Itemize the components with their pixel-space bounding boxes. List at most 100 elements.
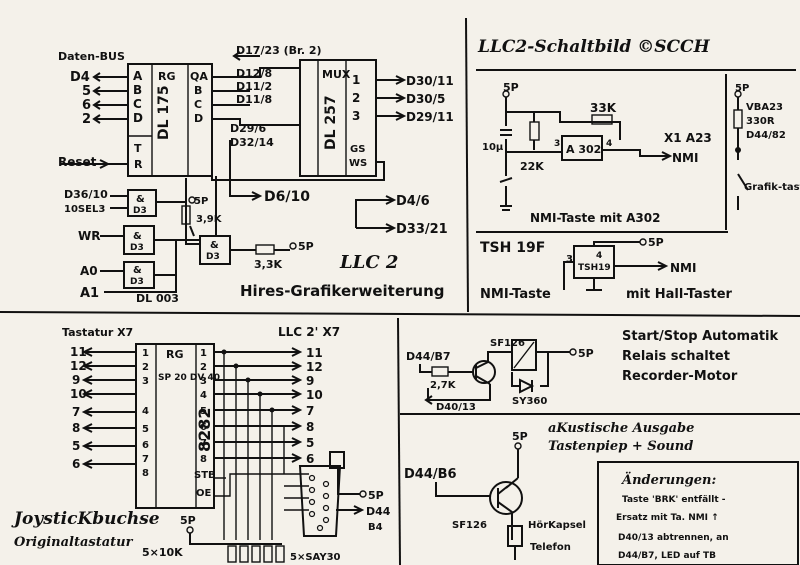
panel-borders	[0, 17, 800, 565]
changes-line-4: D44/B7, LED auf TB	[618, 551, 716, 561]
chip-right-pin-numbers: 1 2 3 4 5 6 7 8	[200, 348, 207, 465]
reg-out-d: D	[194, 112, 203, 125]
ic-a302-label: A 302	[566, 143, 601, 156]
chip-8282-rg: RG	[166, 348, 184, 361]
gate-2-label: D3	[130, 243, 144, 253]
hires-panel: Daten-BUS D4 5 6 2 A B C D RG DL 175 QA …	[58, 44, 454, 305]
mux-pin-gs: GS	[350, 144, 365, 155]
hall-output: NMI	[670, 261, 696, 275]
resistor-22k: 22K	[520, 160, 544, 173]
hall-chip	[573, 245, 615, 279]
relay-transistor	[472, 360, 496, 384]
right-pin-labels: 11 12 9 10 7 8 5 6	[306, 346, 323, 466]
right-pin-8: 8	[306, 420, 314, 434]
connector-x1-a23: X1 A23	[664, 131, 712, 145]
mux-pin-1: 1	[352, 73, 360, 87]
joystick-supply-5p: 5P	[368, 489, 384, 502]
relay-panel: Start/Stop Automatik Relais schaltet Rec…	[406, 329, 779, 413]
nmi-supply: 5P	[503, 81, 519, 94]
ic-a302	[561, 135, 603, 161]
chip-r-1: 1	[200, 348, 207, 359]
relay-transistor-label: SF126	[490, 338, 525, 349]
chip-l-5: 5	[142, 424, 149, 435]
resistor-3-9k: 3,9K	[196, 214, 223, 225]
nmi-panel: LLC2-Schaltbild ©SCCH 5P 33K 22K 10μ A 3…	[477, 37, 800, 225]
keyboard-panel: Tastatur X7 LLC 2' X7 11 12 9 10 7 8 5 6…	[11, 325, 391, 563]
reg-out-c: C	[194, 98, 202, 111]
grafik-taste-label: Grafik-taste	[744, 182, 800, 193]
left-pin-11: 11	[70, 345, 87, 359]
chip-l-3: 3	[142, 376, 149, 387]
gate-3-amp: &	[133, 265, 142, 276]
chip-oe: OE	[196, 488, 212, 499]
side-resistor: 330R	[746, 116, 775, 127]
reg-pin-b: B	[133, 83, 142, 97]
net-d6: D6/10	[264, 189, 310, 205]
gate-ic-label: DL 003	[136, 292, 179, 305]
gate-3-label: D3	[130, 277, 144, 287]
reg-pin-t: T	[134, 142, 142, 155]
speaker	[507, 525, 523, 547]
mux-dl257	[299, 59, 377, 177]
mux-name: DL 257	[323, 95, 339, 150]
chip-l-7: 7	[142, 454, 149, 465]
left-pin-labels: 11 12 9 10 7 8 5 6	[70, 345, 87, 471]
joystick-connector	[298, 465, 342, 537]
reg-pin-r: R	[134, 158, 143, 171]
bus-input-5: 5	[82, 84, 91, 99]
top-net: D17/23 (Br. 2)	[236, 44, 322, 57]
hires-supply-5p: 5P	[298, 240, 314, 253]
chip-stb: STB	[194, 470, 216, 481]
hall-caption-left: NMI-Taste	[480, 287, 551, 302]
chip-l-1: 1	[142, 348, 149, 359]
reg-pin-a: A	[133, 69, 143, 83]
mid-net-1: D29/6	[230, 122, 266, 135]
relay-resistor: 2,7K	[430, 380, 457, 391]
chip-r-6: 6	[200, 422, 207, 433]
sheet-title: LLC2-Schaltbild ©SCCH	[477, 37, 711, 57]
mux-input-1: D12/8	[236, 67, 272, 80]
capacitor-10u: 10μ	[482, 142, 504, 153]
side-net-d44: D44/82	[746, 130, 786, 141]
gate-1-label: D3	[133, 206, 147, 216]
hall-pin4: 4	[596, 251, 602, 261]
hires-subtitle: Hires-Grafikerweiterung	[240, 282, 445, 300]
chip-r-4: 4	[200, 390, 207, 401]
right-pin-9: 9	[306, 374, 314, 388]
chip-8282-text: SP 20 DV 40	[158, 373, 220, 383]
resistor-array-label: 5×10K	[142, 546, 183, 559]
right-pin-10: 10	[306, 388, 323, 402]
changes-title: Änderungen:	[620, 472, 716, 488]
gate-input-a0: A0	[80, 264, 98, 278]
right-pin-12: 12	[306, 360, 323, 374]
chip-l-6: 6	[142, 440, 149, 451]
right-pin-7: 7	[306, 404, 314, 418]
hall-supply: 5P	[648, 236, 664, 249]
chip-8282-name: 8282	[195, 407, 214, 452]
a302-pin3: 3	[554, 139, 560, 149]
chip-r-5: 5	[200, 406, 207, 417]
sound-transistor-label: SF126	[452, 520, 487, 531]
bus-input-6: 6	[82, 98, 91, 113]
chip-r-8: 8	[200, 454, 207, 465]
gate-input-a1: A1	[80, 286, 99, 301]
reg-pin-c: C	[133, 97, 142, 111]
gate-2-amp: &	[133, 231, 142, 242]
net-d4: D4/6	[396, 194, 430, 209]
reg-label: RG	[158, 70, 176, 83]
mux-out-1: D30/11	[406, 74, 454, 88]
reg-name: DL 175	[156, 85, 172, 140]
sound-title-1: aKustische Ausgabe	[548, 421, 694, 436]
joystick-label: JoysticKbuchse	[11, 509, 160, 529]
right-pin-11: 11	[306, 346, 323, 360]
relay-supply: 5P	[578, 347, 594, 360]
sound-title-2: Tastenpiep + Sound	[548, 439, 693, 454]
left-pin-6: 6	[72, 457, 80, 471]
mux-input-3: D11/8	[236, 93, 272, 106]
speaker-label-2: Telefon	[530, 542, 571, 553]
right-pin-6: 6	[306, 452, 314, 466]
mux-out-3: D29/11	[406, 110, 454, 124]
reset-label: Reset	[58, 155, 97, 169]
